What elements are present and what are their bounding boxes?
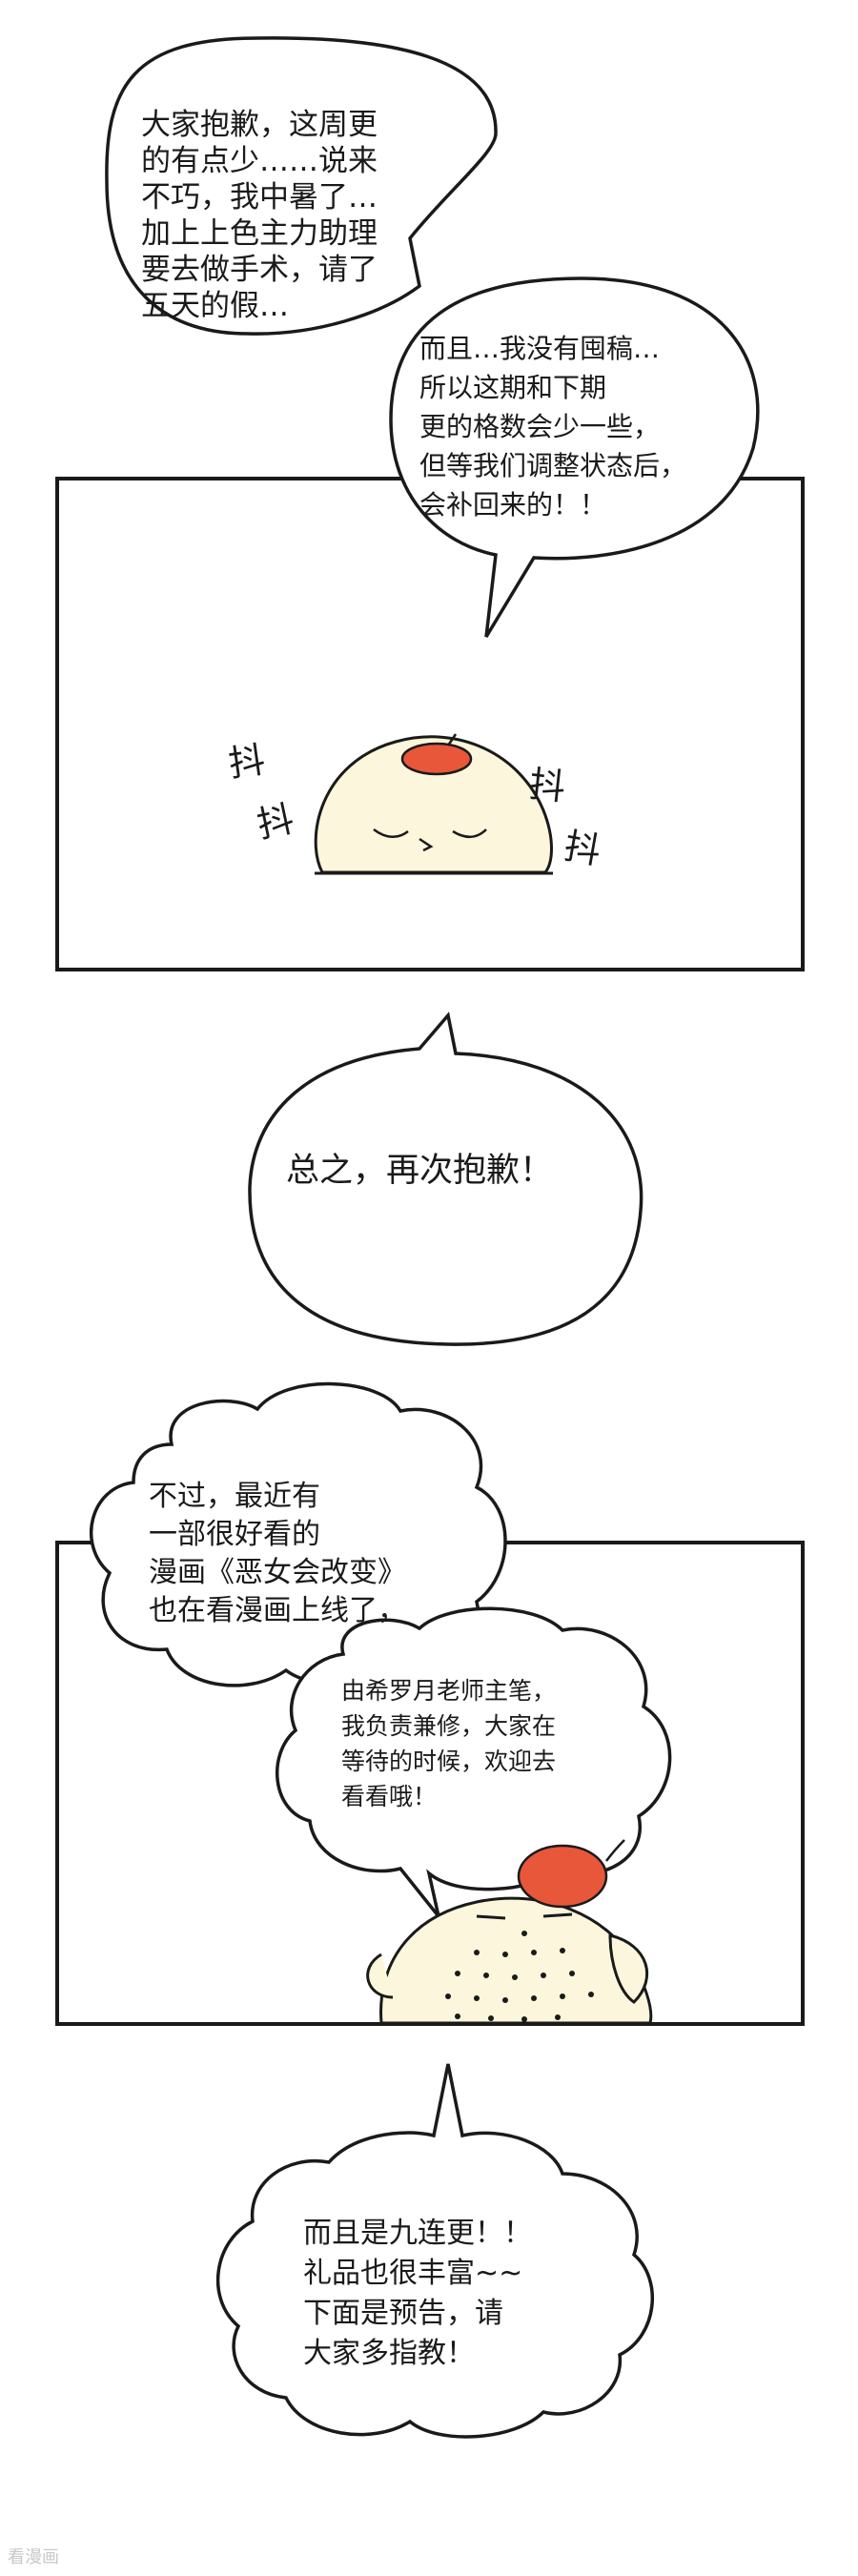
thought-bubble-credit <box>275 1606 672 1918</box>
thought-bubble-update <box>215 2063 655 2439</box>
sfx-shake-1: 抖 <box>226 738 268 786</box>
speech-bubble-apology <box>248 1012 644 1346</box>
speech-bubble-intro <box>105 36 498 336</box>
speech-bubble-explain <box>389 276 760 638</box>
bubble-text-intro: 大家抱歉，这周更 的有点少……说来 不巧，我中暑了… 加上上色主力助理 要去做手… <box>141 108 378 323</box>
owl-character <box>366 1839 653 2025</box>
panel-1-frame <box>55 477 805 971</box>
bubble-text-update: 而且是九连更！！ 礼品也很丰富~~ 下面是预告，请 大家多指教！ <box>303 2217 532 2370</box>
bubble-text-credit: 由希罗月老师主笔， 我负责兼修，大家在 等待的时候，欢迎去 看看哦！ <box>341 1677 557 1810</box>
watermark: 看漫画 <box>8 2547 59 2567</box>
sfx-shake-3: 抖 <box>526 763 568 808</box>
bubble-text-promo: 不过，最近有 一部很好看的 漫画《恶女会改变》 也在看漫画上线了， <box>149 1480 406 1627</box>
bubble-text-apology: 总之，再次抱歉！ <box>286 1152 554 1190</box>
bubble-text-explain: 而且…我没有囤稿… 所以这期和下期 更的格数会少一些， 但等我们调整状态后， 会… <box>419 333 687 521</box>
blob-character-sleepy <box>314 733 553 875</box>
